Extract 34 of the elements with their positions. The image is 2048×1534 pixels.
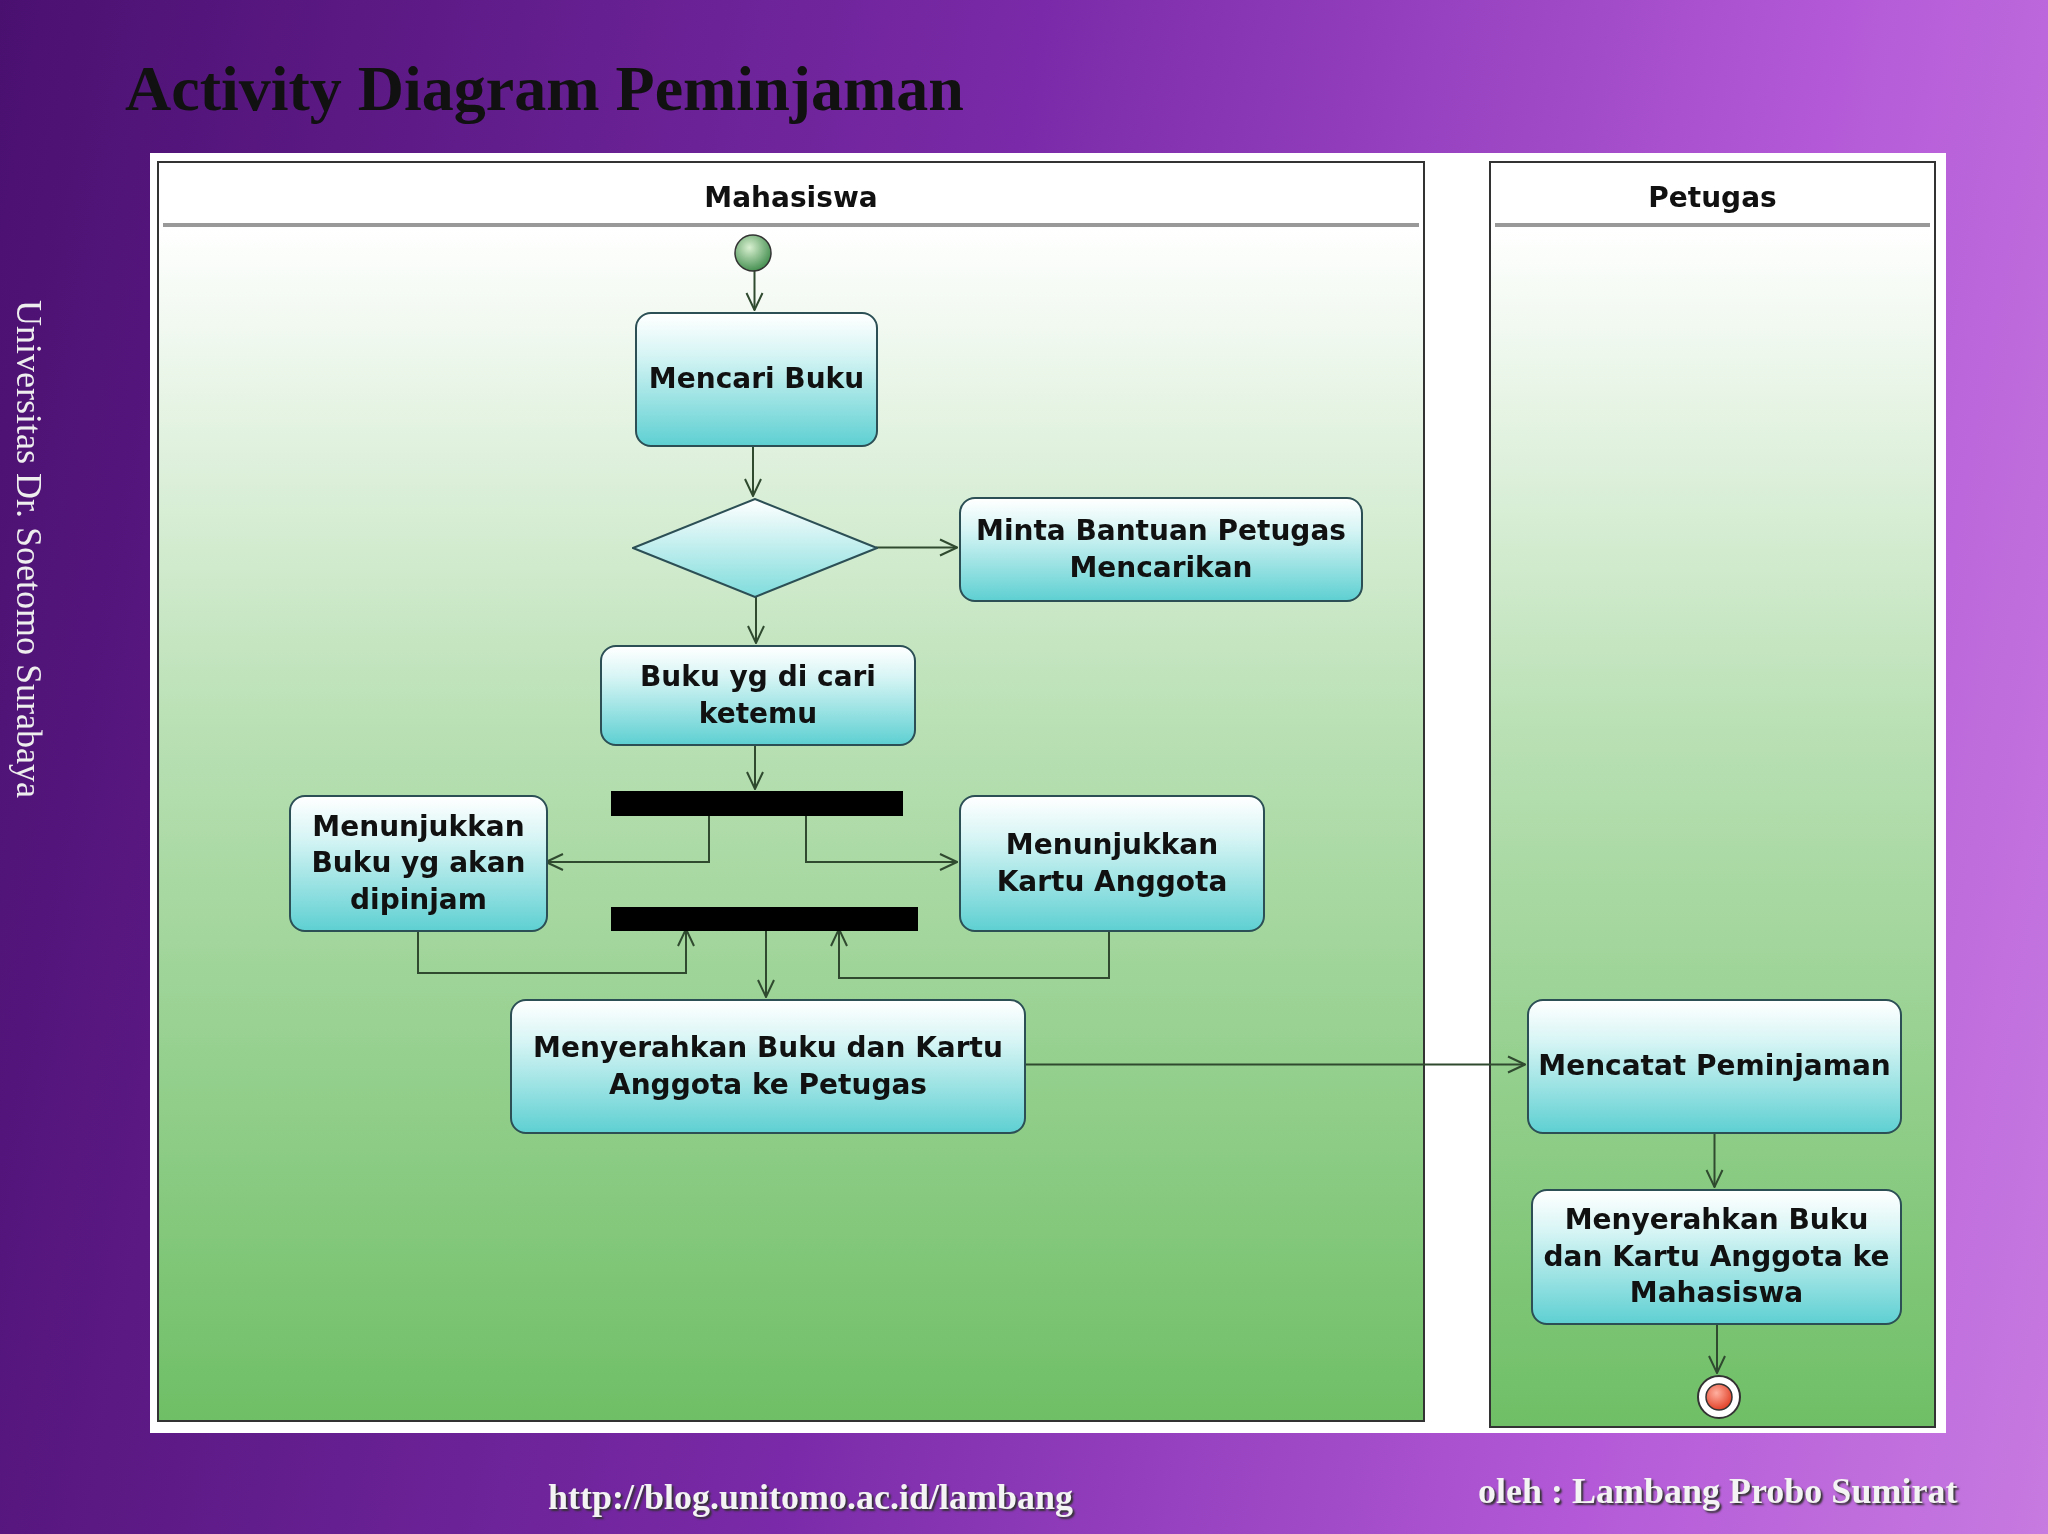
action-box: Minta Bantuan Petugas Mencarikan bbox=[959, 497, 1363, 602]
arrow bbox=[545, 813, 710, 871]
synchronization-bar bbox=[611, 791, 903, 816]
final-node bbox=[1697, 1375, 1741, 1419]
arrow bbox=[1023, 1055, 1526, 1074]
side-caption: Universitas Dr. Soetomo Surabaya bbox=[8, 300, 50, 798]
action-box: Menyerahkan Buku dan Kartu Anggota ke Mahasiswa bbox=[1531, 1189, 1902, 1325]
lane-header: Mahasiswa bbox=[703, 181, 879, 214]
arrow bbox=[805, 813, 958, 871]
diagram-title: Activity Diagram Peminjaman bbox=[125, 52, 964, 126]
author-credit: oleh : Lambang Probo Sumirat bbox=[1478, 1470, 1958, 1512]
initial-node bbox=[734, 234, 772, 272]
arrow bbox=[830, 928, 1110, 979]
arrow bbox=[746, 743, 764, 790]
web-address: http://blog.unitomo.ac.id/lambang bbox=[548, 1476, 1074, 1518]
arrow bbox=[757, 928, 775, 998]
arrow bbox=[744, 444, 762, 497]
action-box: Menunjukkan Kartu Anggota bbox=[959, 795, 1265, 932]
arrow bbox=[417, 928, 695, 974]
swimlane bbox=[157, 161, 1425, 1422]
synchronization-bar bbox=[611, 907, 918, 931]
arrow bbox=[747, 595, 765, 644]
action-box: Buku yg di cari ketemu bbox=[600, 645, 916, 746]
action-box: Menyerahkan Buku dan Kartu Anggota ke Petugas bbox=[510, 999, 1026, 1134]
arrow bbox=[875, 538, 958, 557]
action-box: Mencatat Peminjaman bbox=[1527, 999, 1902, 1134]
swimlane bbox=[1489, 161, 1936, 1428]
arrow bbox=[1708, 1322, 1726, 1374]
arrow bbox=[1705, 1131, 1724, 1188]
decision-diamond bbox=[632, 498, 878, 598]
lane-header: Petugas bbox=[1647, 181, 1778, 214]
action-box: Menunjukkan Buku yg akan dipinjam bbox=[289, 795, 548, 932]
arrow bbox=[745, 269, 764, 311]
action-box: Mencari Buku bbox=[635, 312, 878, 447]
